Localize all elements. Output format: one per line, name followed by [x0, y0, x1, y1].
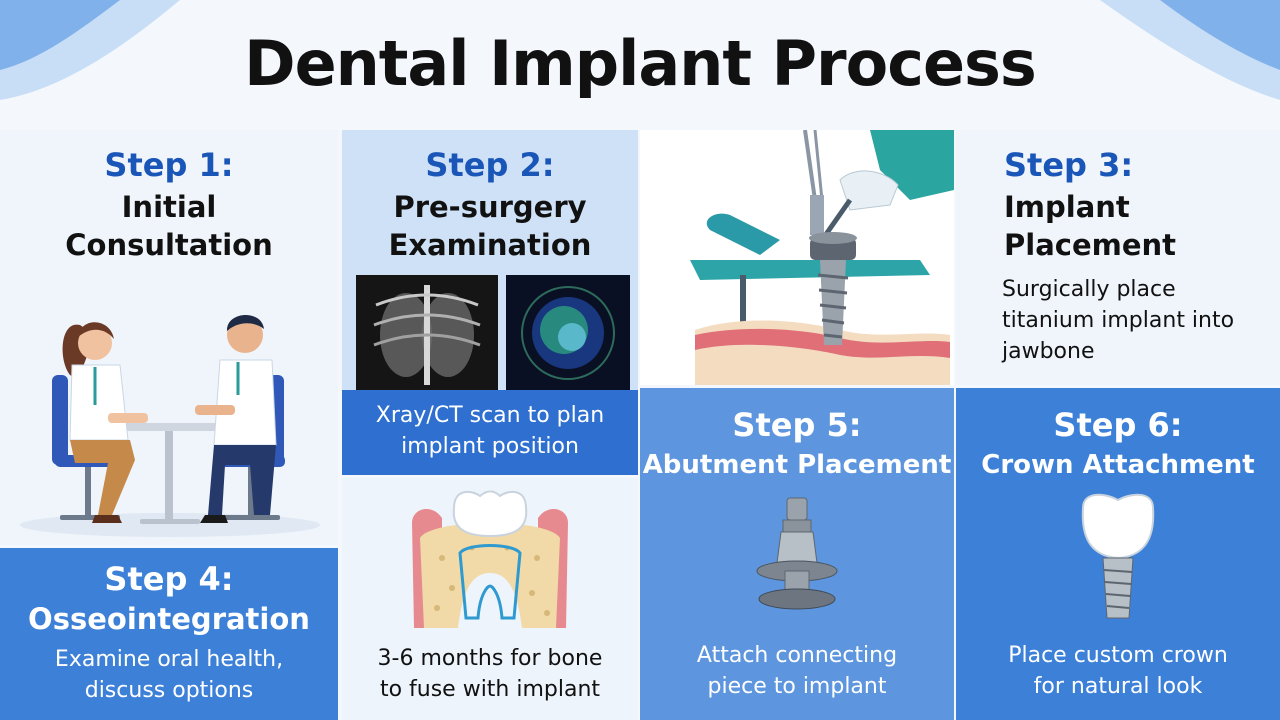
xray-image	[356, 275, 498, 390]
consultation-illustration	[20, 314, 320, 537]
step-2-desc-panel: Xray/CT scan to plan implant position	[342, 390, 638, 475]
step-3-desc-line-3: jawbone	[1002, 339, 1095, 364]
step-2-label: Step 2:	[425, 146, 555, 184]
step-3-name-line-2: Placement	[1004, 228, 1177, 262]
step-6-label: Step 6:	[1053, 406, 1183, 444]
step-4-panel: Step 4: Osseointegration Examine oral he…	[0, 548, 338, 720]
step-3-desc-line-1: Surgically place	[1002, 277, 1176, 302]
bone-fusion-desc-line-1: 3-6 months for bone	[377, 646, 603, 671]
bone-fusion-desc-line-2: to fuse with implant	[379, 677, 601, 702]
step-1-label: Step 1:	[104, 146, 234, 184]
step-6-name: Crown Attachment	[956, 446, 1280, 484]
step-1-name: Initial Consultation	[0, 188, 338, 264]
step-2-name-line-1: Pre-surgery	[393, 190, 587, 224]
step-2-desc-line-2: implant position	[401, 434, 579, 459]
step-6-desc: Place custom crown for natural look	[956, 640, 1280, 702]
step-5-desc-line-2: piece to implant	[707, 674, 887, 699]
step-4-label: Step 4:	[104, 560, 234, 598]
implant-surgery-panel	[640, 130, 954, 385]
step-5-panel: Step 5: Abutment Placement Attach connec…	[640, 388, 954, 720]
step-4-name-line-1: Osseointegration	[28, 602, 310, 636]
tooth-bone-illustration	[412, 490, 568, 628]
step-1-name-line-2: Consultation	[65, 228, 273, 262]
abutment-icon	[756, 497, 838, 610]
step-2-desc-line-1: Xray/CT scan to plan	[375, 403, 605, 428]
bone-fusion-panel: 3-6 months for bone to fuse with implant	[342, 478, 638, 720]
step-3-label: Step 3:	[1004, 146, 1134, 184]
step-4-name: Osseointegration	[0, 600, 338, 638]
step-5-label: Step 5:	[732, 406, 862, 444]
step-6-desc-line-2: for natural look	[1033, 674, 1203, 699]
step-3-name: Implant Placement	[1004, 188, 1176, 264]
implant-surgery-illustration	[690, 130, 954, 385]
step-1-panel: Step 1: Initial Consultation	[0, 130, 338, 545]
step-6-desc-line-1: Place custom crown	[1008, 643, 1228, 668]
step-5-desc-line-1: Attach connecting	[696, 643, 898, 668]
bone-fusion-desc: 3-6 months for bone to fuse with implant	[342, 643, 638, 705]
step-6-name-line-1: Crown Attachment	[981, 450, 1255, 480]
ct-scan-image	[506, 275, 630, 390]
step-4-desc-line-2: discuss options	[84, 678, 254, 703]
step-5-name: Abutment Placement	[640, 446, 954, 484]
step-5-name-line-1: Abutment Placement	[642, 450, 952, 480]
step-2-desc: Xray/CT scan to plan implant position	[342, 400, 638, 462]
step-3-desc-line-2: titanium implant into	[1002, 308, 1235, 333]
step-3-panel: Step 3: Implant Placement Surgically pla…	[956, 130, 1280, 385]
step-1-name-line-1: Initial	[121, 190, 217, 224]
step-5-desc: Attach connecting piece to implant	[640, 640, 954, 702]
step-2-name-line-2: Examination	[388, 228, 592, 262]
step-2-name: Pre-surgery Examination	[342, 188, 638, 264]
step-4-desc-line-1: Examine oral health,	[54, 647, 284, 672]
step-4-desc: Examine oral health, discuss options	[0, 644, 338, 706]
step-3-name-line-1: Implant	[1004, 190, 1130, 224]
step-6-panel: Step 6: Crown Attachment Place custom cr…	[956, 388, 1280, 720]
crown-implant-icon	[1081, 493, 1155, 619]
step-3-desc: Surgically place titanium implant into j…	[1002, 274, 1272, 367]
page-title: Dental Implant Process	[244, 27, 1037, 100]
